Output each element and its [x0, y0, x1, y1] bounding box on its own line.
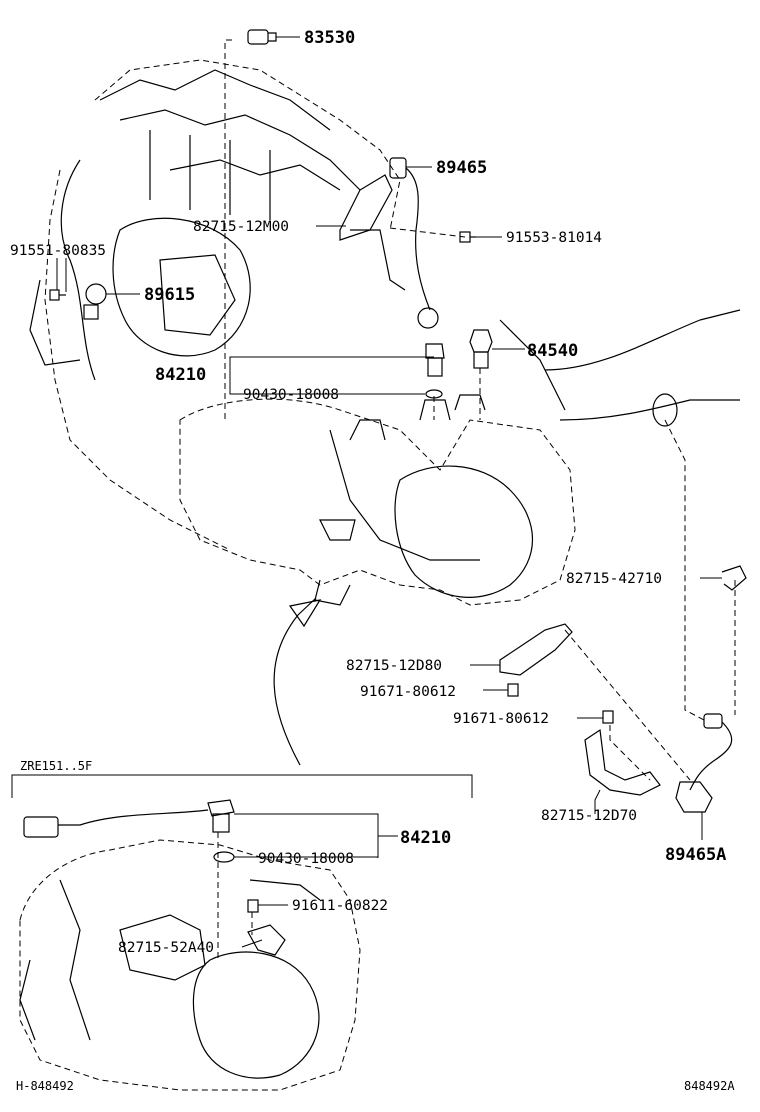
inset-part-labels: 84210 90430-18008 91611-60822 82715-52A4…: [118, 828, 451, 956]
main-part-labels: 83530 89465 82715-12M00 91553-81014 9155…: [10, 28, 726, 865]
inset-neutral-switch-icon: [23, 799, 235, 838]
oxygen-sensor-icon: [389, 157, 439, 329]
inset-label-91611-60822: 91611-60822: [292, 898, 388, 914]
label-84540: 84540: [527, 341, 578, 361]
inset-gasket-icon: [213, 851, 235, 863]
label-82715-12d80: 82715-12D80: [346, 658, 442, 674]
inset-bracket-icon: [247, 924, 286, 956]
neutral-start-switch-icon: [425, 343, 445, 377]
bolt-icon: [602, 710, 614, 724]
label-89465: 89465: [436, 158, 487, 178]
inset-leader-lines: [217, 813, 398, 960]
inset-label-90430-18008: 90430-18008: [258, 851, 354, 867]
label-84210: 84210: [155, 365, 206, 385]
label-90430-18008: 90430-18008: [243, 387, 339, 403]
inset-bolt-icon: [247, 899, 259, 913]
leader-lines: [56, 36, 736, 840]
wire-bracket-icon: [499, 623, 573, 676]
wire-bracket-icon: [339, 174, 406, 291]
knock-sensor-icon: [83, 283, 107, 320]
oil-pressure-switch-icon: [247, 29, 277, 45]
label-91671-80612-b: 91671-80612: [453, 711, 549, 727]
diagram-footer: H-848492 848492A: [16, 1079, 735, 1093]
oxygen-sensor-icon: [675, 713, 733, 813]
wire-bracket-icon: [584, 728, 661, 796]
label-91551-80835: 91551-80835: [10, 243, 106, 259]
label-83530: 83530: [304, 28, 355, 48]
label-91553-81014: 91553-81014: [506, 230, 602, 246]
inset-frame: ZRE151..5F: [11, 759, 473, 798]
engine-assembly-outline: [29, 59, 741, 606]
label-89465a: 89465A: [665, 845, 726, 865]
label-82715-12m00: 82715-12M00: [193, 219, 289, 235]
inset-variant-label: ZRE151..5F: [20, 759, 92, 773]
label-82715-12d70: 82715-12D70: [541, 808, 637, 824]
label-82715-42710: 82715-42710: [566, 571, 662, 587]
bolt-icon: [507, 683, 519, 697]
backup-lamp-switch-icon: [469, 329, 493, 369]
inset-label-84210: 84210: [400, 828, 451, 848]
bolt-icon: [49, 289, 66, 301]
footer-right-code: 848492A: [684, 1079, 735, 1093]
label-89615: 89615: [144, 285, 195, 305]
inset-transmission-outline: [19, 839, 361, 1091]
clamp-icon: [721, 565, 747, 591]
footer-left-code: H-848492: [16, 1079, 74, 1093]
inset-label-82715-52a40: 82715-52A40: [118, 940, 214, 956]
bolt-icon: [459, 231, 476, 243]
label-91671-80612-a: 91671-80612: [360, 684, 456, 700]
